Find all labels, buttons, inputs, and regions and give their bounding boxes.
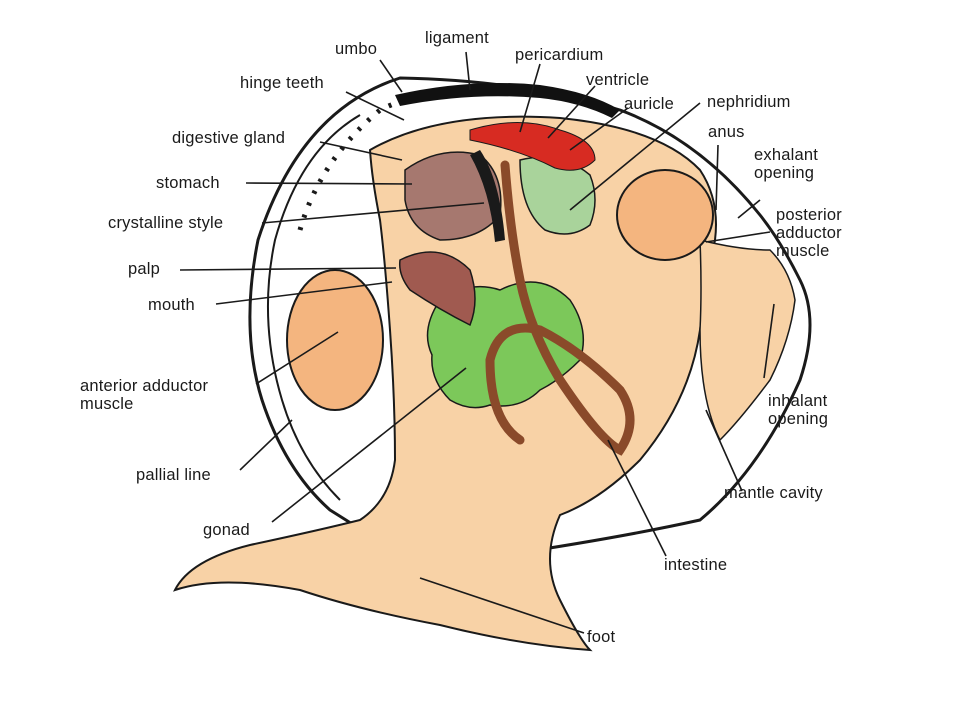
label-stomach: stomach <box>156 174 220 192</box>
label-anterior-adductor-muscle: anterior adductor muscle <box>80 377 208 413</box>
crystalline-style-shape <box>470 150 505 242</box>
intestine-shape <box>485 160 635 456</box>
label-foot: foot <box>587 628 616 646</box>
heart-shape <box>469 122 596 171</box>
mantle-edge <box>266 114 361 501</box>
label-inhalant-opening-line1: inhalant <box>768 392 828 410</box>
label-pericardium: pericardium <box>515 46 604 64</box>
label-posterior-adductor-muscle: posterior adductor muscle <box>776 206 842 260</box>
label-posterior-adductor-line1: posterior <box>776 206 842 224</box>
label-inhalant-opening-line2: opening <box>768 410 829 428</box>
label-nephridium: nephridium <box>707 93 791 111</box>
leader-lines <box>179 51 775 634</box>
label-palp: palp <box>128 260 160 278</box>
label-anterior-adductor-line1: anterior adductor <box>80 377 209 395</box>
label-digestive-gland: digestive gland <box>172 129 286 147</box>
ligament-shape <box>395 82 620 118</box>
label-intestine: intestine <box>664 556 728 574</box>
label-gonad: gonad <box>203 521 250 539</box>
label-umbo: umbo <box>335 40 378 58</box>
label-ligament: ligament <box>425 29 489 47</box>
palp-shape <box>398 251 476 327</box>
label-exhalant-opening-line2: opening <box>754 164 815 182</box>
posterior-adductor-muscle <box>616 169 714 261</box>
label-mantle-cavity: mantle cavity <box>724 484 823 502</box>
label-posterior-adductor-line3: muscle <box>776 242 830 260</box>
label-anus: anus <box>708 123 745 141</box>
anterior-adductor-muscle <box>286 269 384 411</box>
label-auricle: auricle <box>624 95 675 113</box>
label-anterior-adductor-line2: muscle <box>80 395 134 413</box>
label-inhalant-opening: inhalant opening <box>768 392 828 428</box>
label-mouth: mouth <box>148 296 195 314</box>
label-exhalant-opening-line1: exhalant <box>754 146 818 164</box>
label-ventricle: ventricle <box>586 71 650 89</box>
label-hinge-teeth: hinge teeth <box>240 74 324 92</box>
label-crystalline-style: crystalline style <box>108 214 224 232</box>
label-exhalant-opening: exhalant opening <box>754 146 818 182</box>
posterior-region <box>699 239 796 442</box>
label-pallial-line: pallial line <box>136 466 211 484</box>
label-posterior-adductor-line2: adductor <box>776 224 842 242</box>
